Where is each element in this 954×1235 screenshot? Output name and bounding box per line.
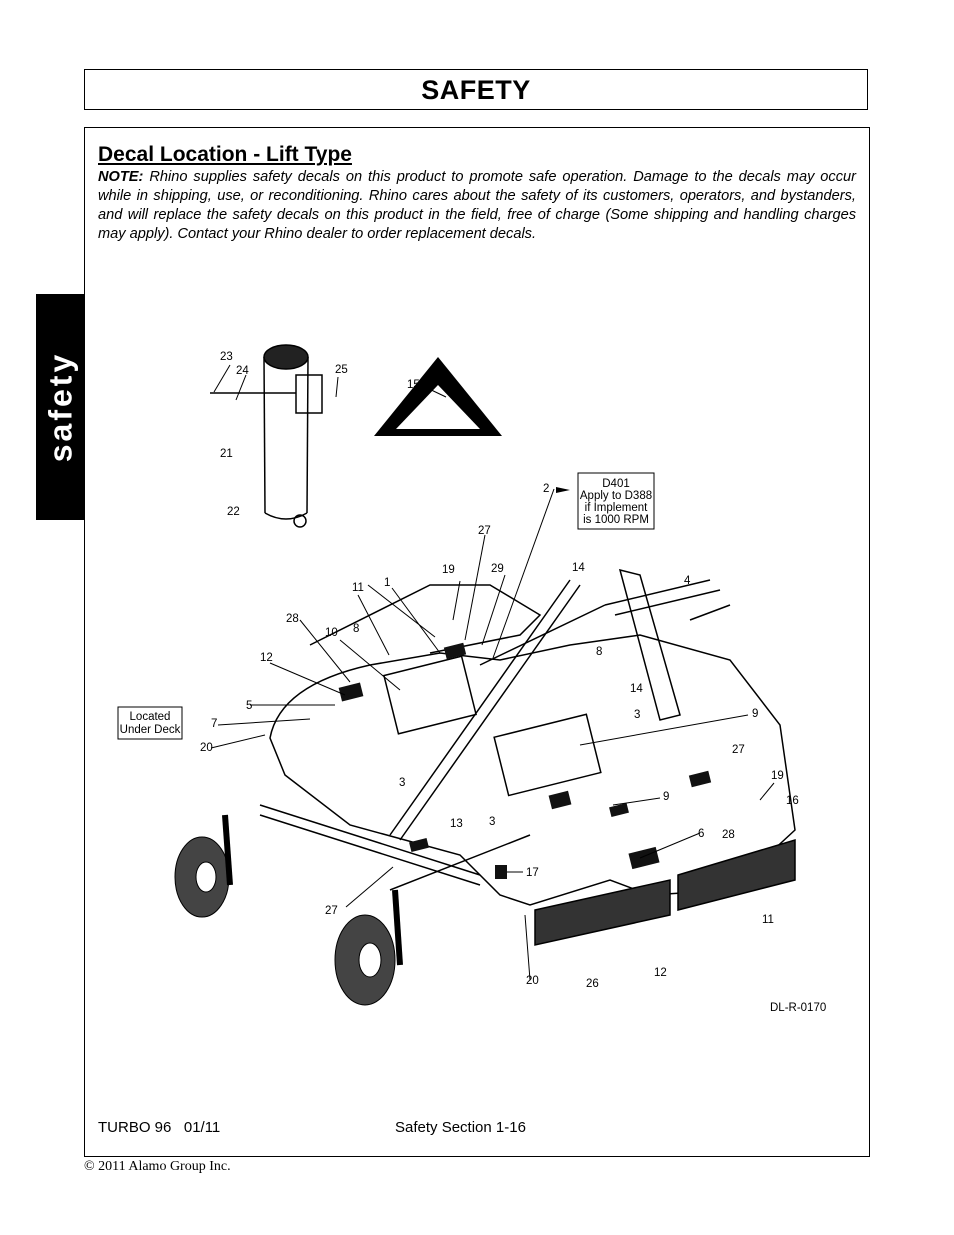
footer-page: Safety Section 1-16 <box>395 1119 526 1136</box>
callout-label: 21 <box>220 448 233 460</box>
d401-line: D401 <box>602 478 630 490</box>
callout-label: 17 <box>526 867 539 879</box>
callout-label: 26 <box>586 978 599 990</box>
located-line: Under Deck <box>120 724 181 736</box>
callout-label: 9 <box>752 708 758 720</box>
callout-label: 15 <box>407 379 420 391</box>
callout-label: 20 <box>200 742 213 754</box>
leader-lines <box>210 364 775 981</box>
hitch-post-drawing <box>210 344 323 528</box>
callout-label: 14 <box>572 562 585 574</box>
callout-label: 7 <box>211 718 217 730</box>
section-title: Decal Location - Lift Type <box>98 143 352 166</box>
callout-label: 19 <box>771 770 784 782</box>
decal-location-diagram: D401 Apply to D388 if Implement is 1000 … <box>117 344 826 1014</box>
callout-label: 20 <box>526 975 539 987</box>
header-box: SAFETY <box>84 69 868 110</box>
callout-label: 24 <box>236 365 249 377</box>
callout-label: 10 <box>325 627 338 639</box>
callout-label: 12 <box>260 652 273 664</box>
wheel-left-icon <box>174 814 233 918</box>
located-line: Located <box>130 711 171 723</box>
decal-patches <box>338 642 712 879</box>
side-tab-label: safety <box>42 351 78 463</box>
callout-label: 27 <box>478 525 491 537</box>
callout-label: 3 <box>399 777 405 789</box>
d401-box <box>577 472 655 530</box>
callout-label: 27 <box>732 744 745 756</box>
callout-label: 4 <box>684 575 691 587</box>
smv-triangle-icon <box>374 357 502 436</box>
callout-label: 11 <box>762 914 774 926</box>
callout-label: 3 <box>634 709 640 721</box>
content-box <box>84 127 870 1157</box>
mower-deck-drawing <box>259 568 796 946</box>
callout-label: 6 <box>698 828 704 840</box>
located-box <box>117 706 183 740</box>
callout-label: 3 <box>489 816 495 828</box>
callout-label: 5 <box>246 700 252 712</box>
callout-label: 11 <box>352 582 364 594</box>
side-tab: safety <box>36 294 85 520</box>
d401-line: Apply to D388 <box>580 490 652 502</box>
wheel-right-icon <box>334 889 403 1006</box>
callout-label: 28 <box>722 829 735 841</box>
callout-label: 8 <box>596 646 602 658</box>
footer-model-date: TURBO 96 01/11 <box>98 1119 221 1136</box>
d401-line: if Implement <box>585 502 648 514</box>
callout-label: 28 <box>286 613 299 625</box>
note-label: NOTE: <box>98 169 144 185</box>
callout-label: 12 <box>654 967 667 979</box>
callout-label: 22 <box>227 506 240 518</box>
callout-label: 25 <box>335 364 348 376</box>
callout-label: 16 <box>786 795 799 807</box>
drawing-id: DL-R-0170 <box>770 1002 826 1014</box>
callout-label: 9 <box>663 791 669 803</box>
note-text: Rhino supplies safety decals on this pro… <box>98 169 856 242</box>
note-paragraph: NOTE: Rhino supplies safety decals on th… <box>98 168 856 244</box>
callout-label: 29 <box>491 563 504 575</box>
callout-label: 23 <box>220 351 233 363</box>
callout-label: 2 <box>543 483 549 495</box>
arrow-icon <box>556 487 570 493</box>
d401-line: is 1000 RPM <box>583 514 649 526</box>
copyright: © 2011 Alamo Group Inc. <box>84 1159 231 1174</box>
page-title: SAFETY <box>421 75 531 105</box>
callout-label: 27 <box>325 905 338 917</box>
callout-label: 8 <box>353 623 359 635</box>
callout-label: 19 <box>442 564 455 576</box>
callout-label: 13 <box>450 818 463 830</box>
callout-label: 1 <box>384 577 390 589</box>
callout-label: 14 <box>630 683 643 695</box>
